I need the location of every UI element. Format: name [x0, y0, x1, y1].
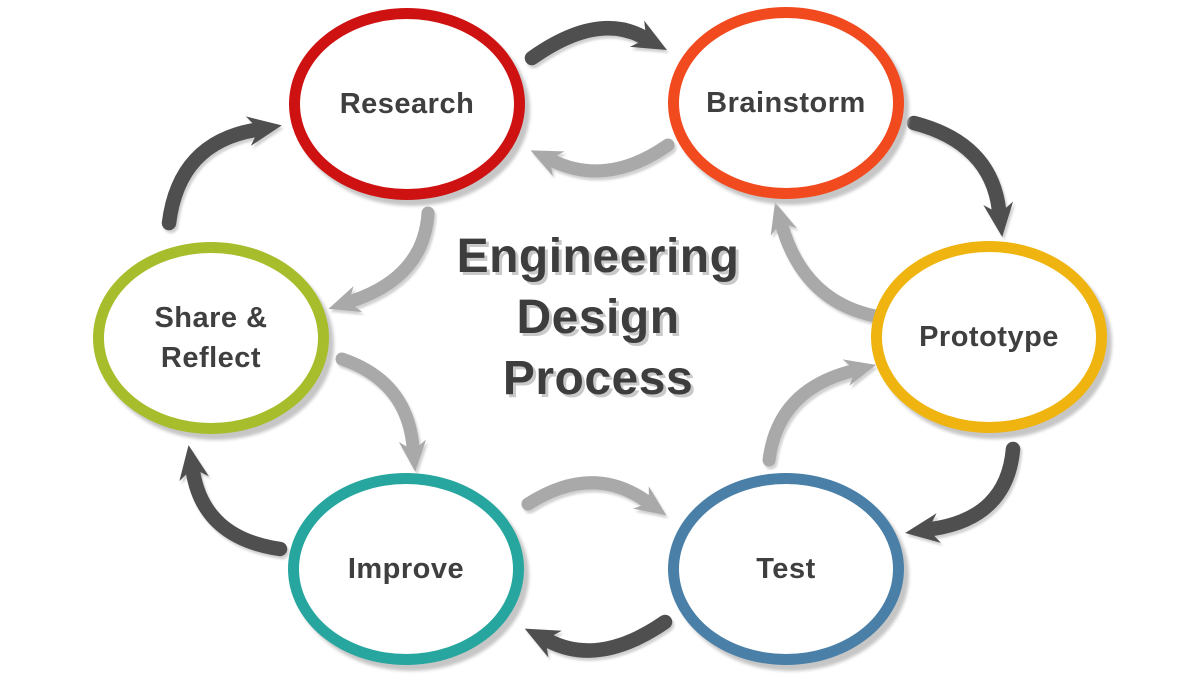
node-test: Test: [668, 473, 904, 665]
node-prototype-label: Prototype: [919, 320, 1059, 353]
node-research: Research: [289, 8, 525, 200]
arrow-improve-to-share-reflect: [179, 445, 288, 557]
arrow-prototype-to-brainstorm: [770, 202, 882, 323]
diagram-title-line-1: Engineering: [456, 230, 740, 283]
node-share-reflect-label: Share & Reflect: [154, 301, 268, 374]
node-prototype: Prototype: [871, 241, 1107, 433]
arrow-brainstorm-to-prototype: [906, 115, 1014, 238]
arrow-prototype-to-test: [905, 441, 1021, 543]
arrow-improve-to-test: [521, 476, 667, 516]
diagram-title: Engineering Design Process: [395, 226, 801, 409]
arrow-share-reflect-to-improve: [335, 352, 427, 472]
arrow-share-reflect-to-research: [161, 116, 282, 231]
diagram-title-line-2: Design: [516, 291, 680, 344]
arrow-test-to-prototype: [762, 359, 877, 467]
node-brainstorm-label: Brainstorm: [706, 86, 866, 119]
arrow-brainstorm-to-research: [530, 138, 675, 178]
arrow-research-to-brainstorm: [524, 20, 667, 66]
node-improve-label: Improve: [347, 552, 465, 585]
diagram-title-line-3: Process: [502, 352, 694, 405]
node-brainstorm: Brainstorm: [668, 7, 904, 199]
arrow-test-to-improve: [524, 614, 673, 658]
node-share-reflect: Share & Reflect: [93, 242, 329, 434]
arrow-research-to-share-reflect: [328, 206, 435, 312]
node-research-label: Research: [339, 87, 475, 120]
node-improve: Improve: [288, 473, 524, 665]
node-test-label: Test: [756, 552, 816, 585]
